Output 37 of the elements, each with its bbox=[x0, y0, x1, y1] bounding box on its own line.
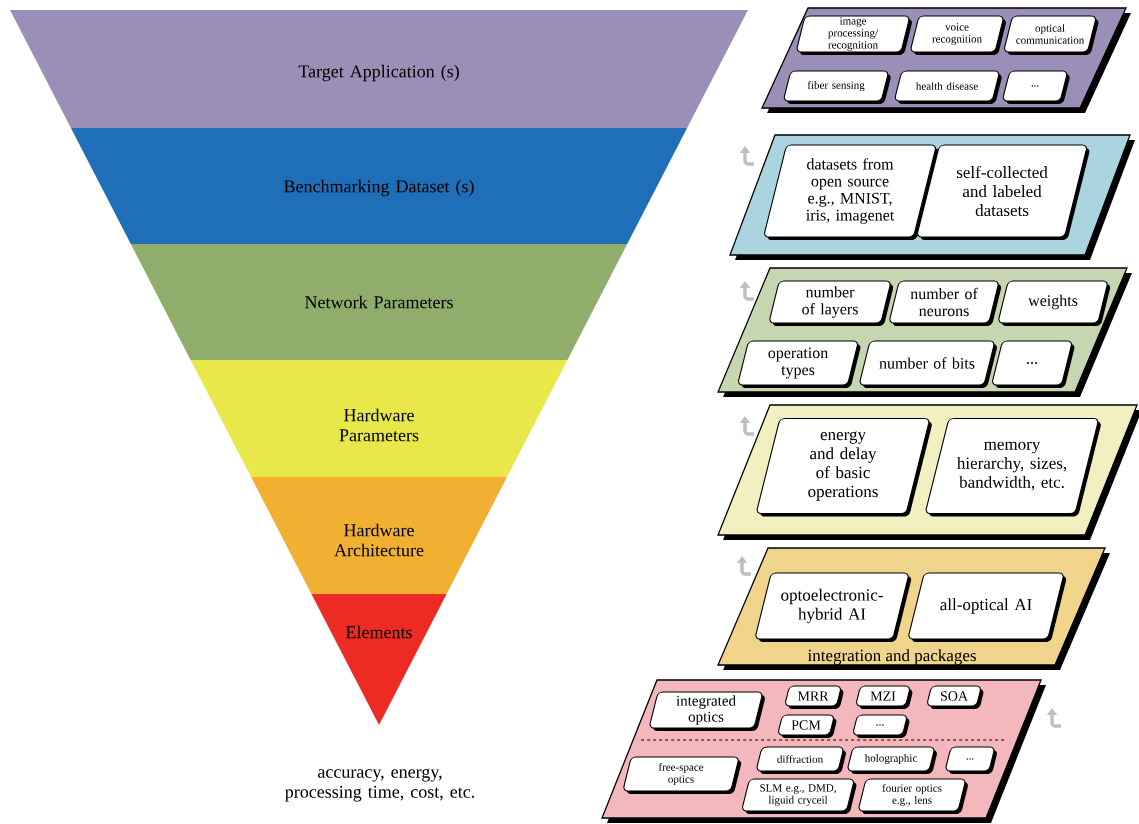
slanted-box: SLM e.g., DMD, liguid cryceil bbox=[742, 778, 857, 814]
slanted-box: ... bbox=[992, 340, 1075, 388]
pyramid-band: Hardware Architecture bbox=[251, 477, 507, 594]
slanted-box: all-optical AI bbox=[908, 572, 1067, 642]
slanted-box: fiber sensing bbox=[783, 70, 891, 104]
slanted-box: ... bbox=[853, 714, 910, 738]
slanted-box: operation types bbox=[738, 340, 861, 388]
slanted-box: ... bbox=[1002, 70, 1070, 104]
slanted-box: weights bbox=[998, 280, 1111, 326]
slanted-box: diffraction bbox=[756, 746, 846, 774]
slanted-box: fourier optics e.g., lens bbox=[858, 778, 968, 814]
slanted-box: PCM bbox=[778, 714, 837, 738]
slanted-box: voice recognition bbox=[910, 15, 1006, 55]
slanted-box: free-space optics bbox=[623, 756, 742, 794]
slanted-box: MRR bbox=[785, 685, 844, 709]
slanted-box: datasets from open source e.g., MNIST, iris, imagenet bbox=[764, 144, 939, 240]
slanted-box: integrated optics bbox=[649, 691, 765, 731]
pyramid-band: Hardware Parameters bbox=[190, 360, 568, 477]
slanted-box: optoelectronic- hybrid AI bbox=[755, 572, 912, 642]
slanted-box: number of layers bbox=[769, 280, 894, 326]
slanted-box: health disease bbox=[894, 70, 1002, 104]
pyramid-band: Benchmarking Dataset (s) bbox=[70, 128, 688, 244]
pyramid-band: Target Application (s) bbox=[10, 10, 748, 128]
slanted-box: self-collected and labeled datasets bbox=[917, 144, 1090, 240]
slanted-box: optical communication bbox=[1004, 15, 1099, 55]
pyramid-band: Network Parameters bbox=[130, 244, 628, 360]
slanted-box: memory hierarchy, sizes, bandwidth, etc. bbox=[925, 417, 1101, 517]
pyramid-band: Elements bbox=[311, 594, 447, 725]
slanted-box: number of neurons bbox=[889, 280, 1002, 326]
slanted-box: number of bits bbox=[859, 340, 997, 388]
slanted-box: image processing/ recognition bbox=[796, 15, 912, 55]
slanted-box: holographic bbox=[847, 746, 937, 774]
slanted-box: energy and delay of basic operations bbox=[756, 417, 932, 517]
slanted-box: MZI bbox=[856, 685, 913, 709]
metrics-text: accuracy, energy, processing time, cost, etc. bbox=[285, 768, 475, 802]
slanted-box: ... bbox=[945, 746, 997, 774]
slanted-box: SOA bbox=[927, 685, 984, 709]
